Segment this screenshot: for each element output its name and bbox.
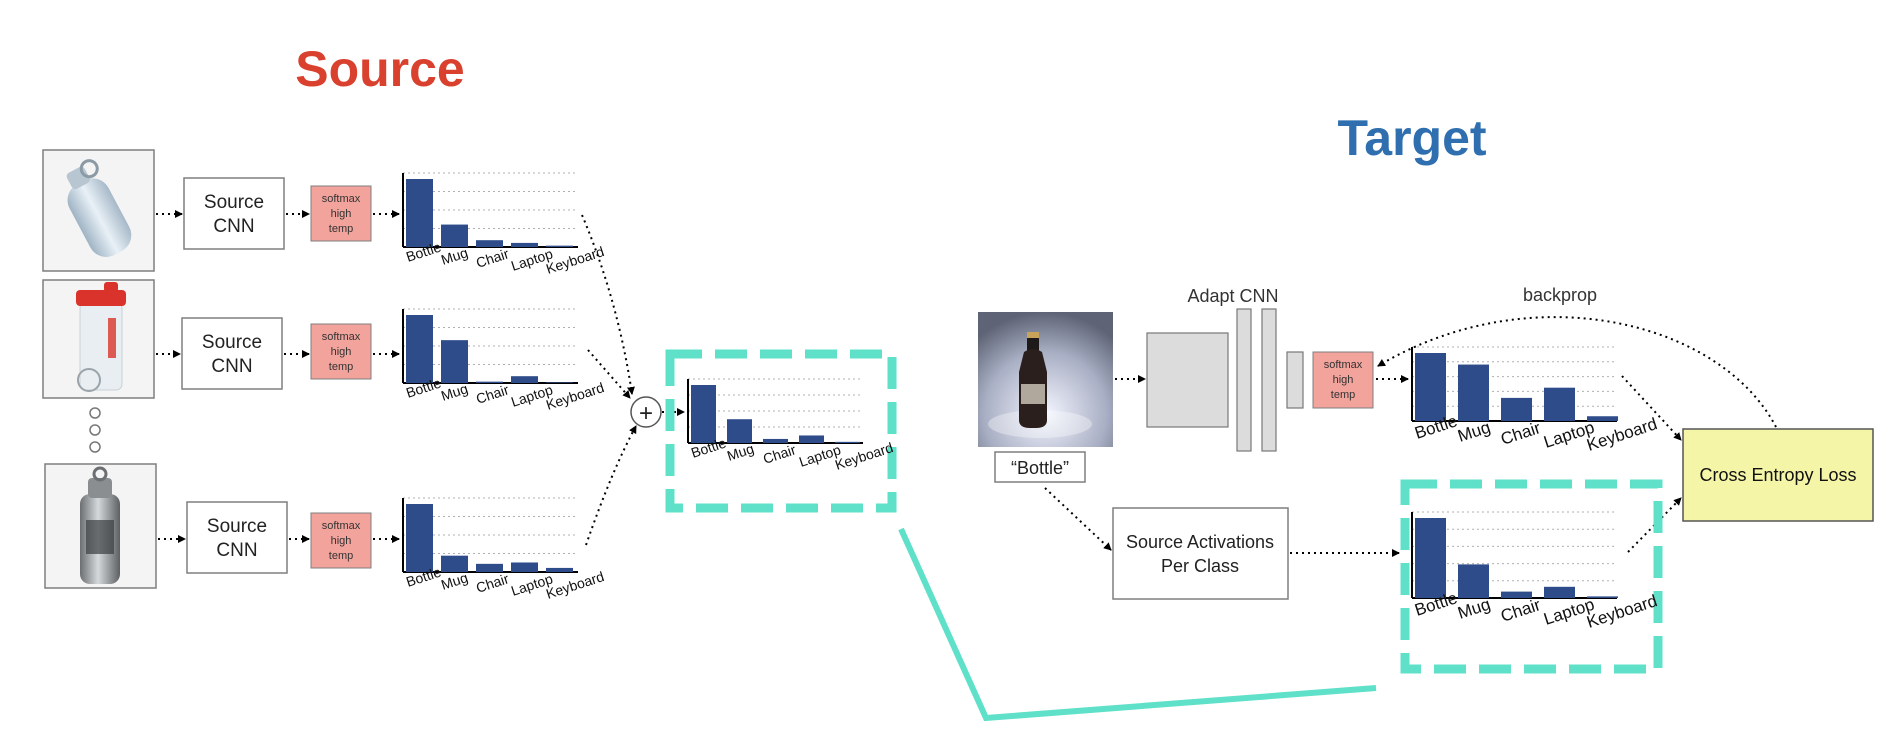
svg-text:high: high (1333, 374, 1354, 386)
tick-label-chair: Chair (1498, 418, 1543, 449)
svg-text:softmax: softmax (1324, 359, 1363, 371)
svg-text:temp: temp (1331, 389, 1355, 401)
highlight-connector-line (898, 527, 1377, 722)
bar-bottle (406, 504, 433, 572)
soft-label-highlight-box (1400, 479, 1663, 674)
bar-laptop (511, 376, 538, 383)
bar-laptop (1544, 586, 1575, 598)
svg-text:Source: Source (202, 332, 262, 353)
bar-chair (1501, 591, 1532, 598)
bar-keyboard (546, 382, 573, 383)
backprop-label: backprop (1523, 285, 1597, 305)
bar-chair (476, 563, 503, 572)
bar-mug (727, 419, 752, 443)
svg-text:high: high (331, 346, 352, 358)
bar-bottle (1415, 353, 1446, 421)
tick-label-chair: Chair (1498, 595, 1543, 626)
bar-chair (1501, 397, 1532, 421)
tick-label-chair: Chair (474, 381, 511, 407)
bar-mug (441, 555, 468, 572)
svg-text:Source: Source (207, 516, 267, 537)
bottle-caption: “Bottle” (1011, 458, 1069, 478)
softmax-box-2: softmax high temp (310, 323, 372, 380)
tick-label-chair: Chair (474, 245, 511, 271)
tick-label-keyboard: Keyboard (544, 379, 606, 413)
tick-label-keyboard: Keyboard (544, 243, 606, 277)
source-activations-box: Source Activations Per Class (1112, 507, 1289, 600)
bar-bottle (1415, 518, 1446, 598)
softmax-box-3: softmax high temp (310, 512, 372, 569)
adapt-cnn-layers (1146, 308, 1304, 452)
source-cnn-box-3: Source CNN (186, 501, 288, 574)
steel-bottle-image (44, 463, 157, 589)
bar-chair (476, 240, 503, 247)
tick-label-chair: Chair (474, 570, 511, 596)
source-title: Source (295, 41, 465, 97)
svg-text:CNN: CNN (211, 356, 252, 377)
bar-keyboard (546, 245, 573, 247)
svg-text:Per Class: Per Class (1161, 556, 1239, 576)
cross-entropy-loss-box: Cross Entropy Loss (1682, 428, 1874, 522)
svg-text:softmax: softmax (322, 520, 361, 532)
svg-text:softmax: softmax (322, 331, 361, 343)
bottle-caption-box: “Bottle” (994, 451, 1086, 483)
source-cnn-box-2: Source CNN (181, 317, 283, 390)
adapt-cnn-label: Adapt CNN (1187, 286, 1278, 306)
bar-mug (441, 224, 468, 247)
bar-mug (1458, 364, 1489, 421)
bar-mug (441, 340, 468, 383)
svg-text:high: high (331, 535, 352, 547)
bar-keyboard (546, 567, 573, 572)
bar-keyboard (1587, 416, 1618, 421)
tick-label-chair: Chair (761, 441, 798, 467)
svg-text:CNN: CNN (213, 216, 254, 237)
svg-text:temp: temp (329, 361, 353, 373)
svg-text:Source Activations: Source Activations (1126, 532, 1274, 552)
svg-text:+: + (639, 400, 653, 427)
bar-bottle (406, 179, 433, 247)
tick-label-keyboard: Keyboard (833, 439, 895, 473)
shaker-bottle-image (42, 279, 155, 399)
svg-text:Source: Source (204, 192, 264, 213)
svg-text:temp: temp (329, 223, 353, 235)
bar-laptop (511, 562, 538, 572)
svg-text:softmax: softmax (322, 193, 361, 205)
bar-chair (476, 381, 503, 383)
bar-keyboard (1587, 596, 1618, 598)
sum-node: + (630, 396, 662, 428)
water-bottle-image (42, 149, 155, 272)
bar-keyboard (835, 441, 860, 443)
averaged-highlight-box (665, 349, 897, 513)
ellipsis-dots-icon (89, 407, 101, 453)
source-cnn-box-1: Source CNN (183, 177, 285, 250)
source-flow-arrows (156, 210, 685, 546)
bar-bottle (691, 385, 716, 443)
beer-bottle-photo (978, 312, 1113, 447)
svg-text:Cross Entropy Loss: Cross Entropy Loss (1699, 465, 1856, 485)
bar-laptop (511, 242, 538, 247)
svg-text:temp: temp (329, 550, 353, 562)
softmax-box-target: softmax high temp (1312, 351, 1374, 409)
svg-text:high: high (331, 208, 352, 220)
softmax-box-1: softmax high temp (310, 185, 372, 242)
svg-text:CNN: CNN (216, 540, 257, 561)
tick-label-keyboard: Keyboard (544, 568, 606, 602)
bar-chair (763, 438, 788, 443)
bar-laptop (1544, 387, 1575, 421)
bar-bottle (406, 315, 433, 383)
bar-mug (1458, 564, 1489, 598)
target-title: Target (1337, 110, 1486, 166)
bar-laptop (799, 435, 824, 443)
